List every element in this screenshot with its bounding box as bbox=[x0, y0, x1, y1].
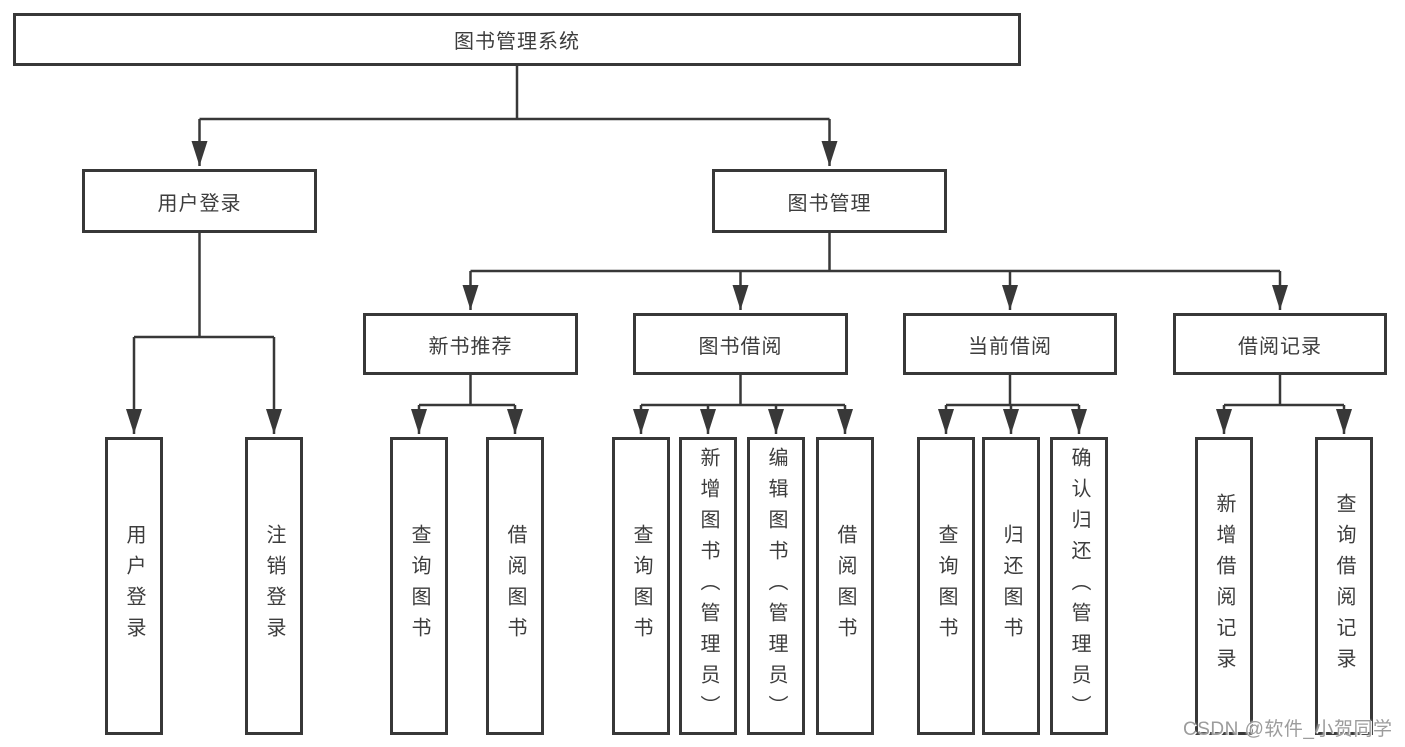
node-book-management-label: 图书管理 bbox=[787, 192, 872, 215]
leaf-cb-return-book: 归还图书 bbox=[982, 437, 1040, 735]
leaf-bb-borrow-book-label: 借阅图书 bbox=[834, 524, 856, 648]
node-new-book-recommend-label: 新书推荐 bbox=[428, 335, 513, 358]
leaf-bb-edit-book-admin-label: 编辑图书（管理员） bbox=[765, 446, 787, 726]
leaf-nb-query-book: 查询图书 bbox=[390, 437, 448, 735]
leaf-cb-query-book-label: 查询图书 bbox=[935, 524, 957, 648]
leaf-cb-confirm-return-admin-label: 确认归还（管理员） bbox=[1068, 446, 1090, 726]
leaf-nb-borrow-book-label: 借阅图书 bbox=[504, 524, 526, 648]
node-user-login: 用户登录 bbox=[82, 169, 317, 233]
node-current-borrowing-label: 当前借阅 bbox=[968, 335, 1052, 358]
leaf-nb-borrow-book: 借阅图书 bbox=[486, 437, 544, 735]
leaf-user-login-label: 用户登录 bbox=[123, 524, 145, 648]
leaf-bb-borrow-book: 借阅图书 bbox=[816, 437, 874, 735]
leaf-logout-label: 注销登录 bbox=[263, 524, 285, 648]
leaf-bb-add-book-admin-label: 新增图书（管理员） bbox=[697, 446, 719, 726]
node-book-borrowing: 图书借阅 bbox=[633, 313, 848, 375]
leaf-logout: 注销登录 bbox=[245, 437, 303, 735]
node-root-label: 图书管理系统 bbox=[454, 31, 580, 53]
leaf-cb-return-book-label: 归还图书 bbox=[1000, 524, 1022, 648]
node-book-borrowing-label: 图书借阅 bbox=[698, 335, 783, 358]
leaf-br-query-borrow-record-label: 查询借阅记录 bbox=[1333, 493, 1355, 679]
leaf-cb-confirm-return-admin: 确认归还（管理员） bbox=[1050, 437, 1108, 735]
node-root: 图书管理系统 bbox=[13, 13, 1021, 66]
node-new-book-recommend: 新书推荐 bbox=[363, 313, 578, 375]
node-borrowing-records: 借阅记录 bbox=[1173, 313, 1387, 375]
leaf-bb-add-book-admin: 新增图书（管理员） bbox=[679, 437, 737, 735]
leaf-bb-query-book-label: 查询图书 bbox=[630, 524, 652, 648]
leaf-br-add-borrow-record: 新增借阅记录 bbox=[1195, 437, 1253, 735]
leaf-bb-edit-book-admin: 编辑图书（管理员） bbox=[747, 437, 805, 735]
leaf-bb-query-book: 查询图书 bbox=[612, 437, 670, 735]
node-book-management: 图书管理 bbox=[712, 169, 947, 233]
node-current-borrowing: 当前借阅 bbox=[903, 313, 1117, 375]
leaf-br-query-borrow-record: 查询借阅记录 bbox=[1315, 437, 1373, 735]
leaf-user-login: 用户登录 bbox=[105, 437, 163, 735]
leaf-br-add-borrow-record-label: 新增借阅记录 bbox=[1213, 493, 1235, 679]
leaf-nb-query-book-label: 查询图书 bbox=[408, 524, 430, 648]
node-borrowing-records-label: 借阅记录 bbox=[1238, 335, 1322, 358]
watermark-text: CSDN @软件_小贺同学 bbox=[1183, 719, 1393, 740]
leaf-cb-query-book: 查询图书 bbox=[917, 437, 975, 735]
node-user-login-label: 用户登录 bbox=[157, 192, 242, 215]
